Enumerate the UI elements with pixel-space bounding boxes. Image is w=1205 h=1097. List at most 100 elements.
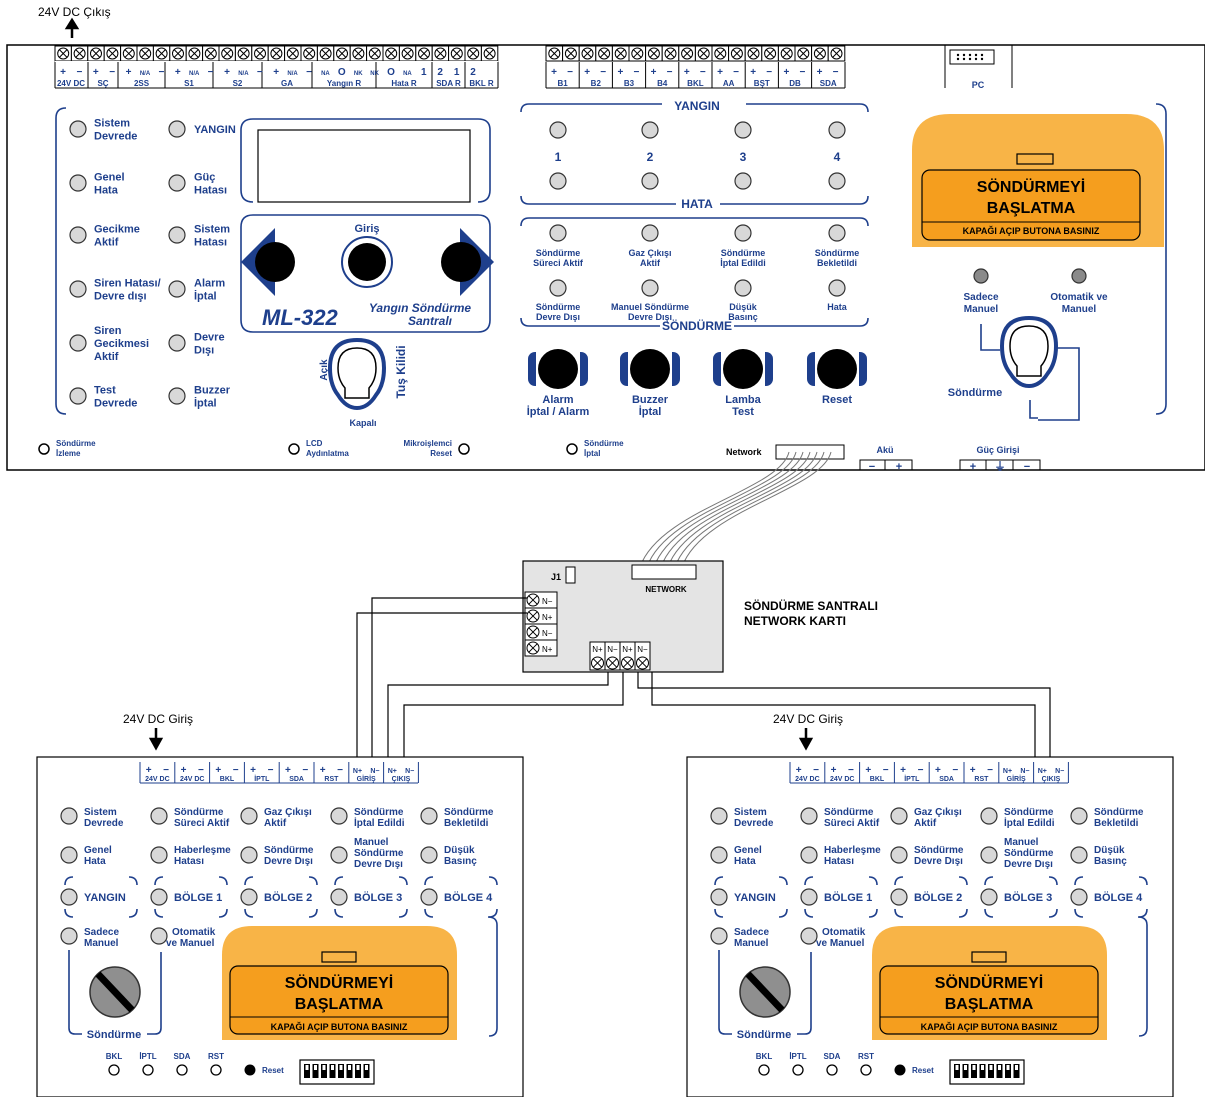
sub-led-label: Aktif	[914, 818, 937, 829]
cover-subtitle: KAPAĞI AÇIP BUTONA BASINIZ	[963, 225, 1100, 236]
sub-led-label: Devre Dışı	[914, 856, 963, 867]
left-status-leds: SistemDevredeGenelHataGecikmeAktifSiren …	[69, 118, 161, 410]
terminal-symbol: +	[684, 67, 690, 78]
sub-zone-led	[890, 888, 908, 906]
terminal-screw	[303, 47, 316, 60]
sub-status-led	[710, 807, 728, 825]
key-lock[interactable]	[327, 337, 387, 411]
terminal-label: 24V DC	[830, 776, 855, 783]
terminal-symbol: +	[817, 67, 823, 78]
terminal-symbol: −	[233, 765, 239, 776]
terminal-label: İPTL	[254, 775, 270, 783]
terminal-screw	[270, 47, 283, 60]
sub-zone-led	[60, 888, 78, 906]
terminal-screw	[385, 47, 398, 60]
extinguish-led-label: Manuel Söndürme	[611, 302, 689, 312]
sub-reset-button[interactable]	[244, 1064, 256, 1076]
sub-bottom-led-label: İPTL	[139, 1052, 156, 1061]
sub-key-knob[interactable]	[89, 966, 141, 1018]
sub-status-led	[60, 846, 78, 864]
terminal-screw	[418, 47, 430, 60]
release-cover[interactable]: SÖNDÜRMEYİ BAŞLATMA KAPAĞI AÇIP BUTONA B…	[912, 114, 1164, 247]
mode-key-switch[interactable]	[999, 315, 1059, 389]
terminal-screw	[434, 47, 447, 60]
panel-push-button[interactable]	[723, 349, 763, 389]
sub-bottom-led	[792, 1064, 804, 1076]
terminal-label: BKL	[687, 79, 704, 88]
terminal-screw	[598, 47, 611, 60]
extinguish-led-label: Söndürme	[536, 248, 581, 258]
terminal-symbol: N+	[353, 768, 362, 775]
sub-led-label: Süreci Aktif	[174, 818, 230, 829]
sub-led-label: Bekletildi	[1094, 818, 1139, 829]
button-label: Test	[732, 406, 754, 418]
sub-key-label: Söndürme	[87, 1029, 141, 1041]
zone-number: 3	[740, 150, 747, 164]
sub-led-label: Süreci Aktif	[824, 818, 880, 829]
sub-bottom-led-label: RST	[858, 1052, 874, 1061]
terminal-label: GİRİŞ	[1007, 775, 1026, 783]
terminal-label: 2SS	[134, 79, 150, 88]
sub-key-knob[interactable]	[739, 966, 791, 1018]
sub-zone-label: BÖLGE 2	[914, 891, 962, 904]
lcd-light-label: LCD	[306, 439, 323, 448]
card-title-2: NETWORK KARTI	[744, 614, 846, 628]
sub-auto-label: ve Manuel	[816, 938, 865, 949]
status-led-label: Sistem	[94, 118, 130, 130]
left-button[interactable]	[255, 242, 295, 282]
sub-led-label: Gaz Çıkışı	[914, 807, 962, 818]
enter-button[interactable]	[348, 243, 386, 281]
sub-cover-title-1: SÖNDÜRMEYİ	[285, 973, 393, 992]
extinguish-led-label: Aktif	[640, 258, 661, 268]
sub-led-label: Söndürme	[174, 807, 224, 818]
terminal-label: S1	[184, 79, 194, 88]
panel-push-button[interactable]	[538, 349, 578, 389]
terminal-symbol: N/A	[140, 71, 151, 77]
extinguish-led	[734, 224, 752, 242]
status-led-label: Aktif	[94, 351, 119, 363]
input-note: 24V DC Giriş	[123, 712, 193, 726]
extinguish-led-label: Bekletildi	[817, 258, 857, 268]
sub-reset-button[interactable]	[894, 1064, 906, 1076]
terminal-symbol: 1	[454, 67, 460, 78]
auto-mode-led	[1071, 268, 1087, 284]
terminal-screw	[155, 47, 168, 60]
terminal-symbol: +	[93, 67, 99, 78]
sub-manual-led	[60, 927, 78, 945]
mcu-reset-button[interactable]	[458, 443, 470, 455]
iptal-led	[566, 443, 578, 455]
sub-cover-subtitle: KAPAĞI AÇIP BUTONA BASINIZ	[921, 1021, 1058, 1032]
terminal-symbol: N/A	[189, 71, 200, 77]
terminal-symbol: +	[181, 765, 187, 776]
panel-push-button[interactable]	[630, 349, 670, 389]
sub-status-led	[890, 846, 908, 864]
panel-push-button[interactable]	[817, 349, 857, 389]
status-led-label: Alarm	[194, 278, 225, 290]
terminal-label: ÇIKIŞ	[1042, 776, 1061, 783]
terminal-symbol: −	[600, 67, 606, 78]
sub-manual-led	[710, 927, 728, 945]
sub-led-label: Genel	[734, 845, 762, 856]
fault-title: HATA	[681, 197, 713, 211]
sub-bottom-led	[826, 1064, 838, 1076]
sub-cover-title-1: SÖNDÜRMEYİ	[935, 973, 1043, 992]
terminal-screw	[450, 47, 463, 60]
sub-status-led	[1070, 807, 1088, 825]
terminal-symbol: NA	[321, 71, 330, 77]
sub-led-label: Söndürme	[354, 807, 404, 818]
terminal-screw	[664, 47, 677, 60]
sub-zone-label: BÖLGE 3	[354, 891, 402, 904]
sub-dip-switch[interactable]	[299, 1059, 375, 1085]
right-button[interactable]	[441, 242, 481, 282]
sub-dip-switch[interactable]	[949, 1059, 1025, 1085]
sub-status-led	[330, 846, 348, 864]
sub-led-label: Sistem	[84, 807, 117, 818]
terminal-screw	[286, 47, 299, 60]
terminal-screw	[764, 47, 777, 60]
sub-led-label: Hata	[84, 856, 106, 867]
polarity: +	[896, 461, 902, 473]
terminal-label: 24V DC	[795, 776, 820, 783]
